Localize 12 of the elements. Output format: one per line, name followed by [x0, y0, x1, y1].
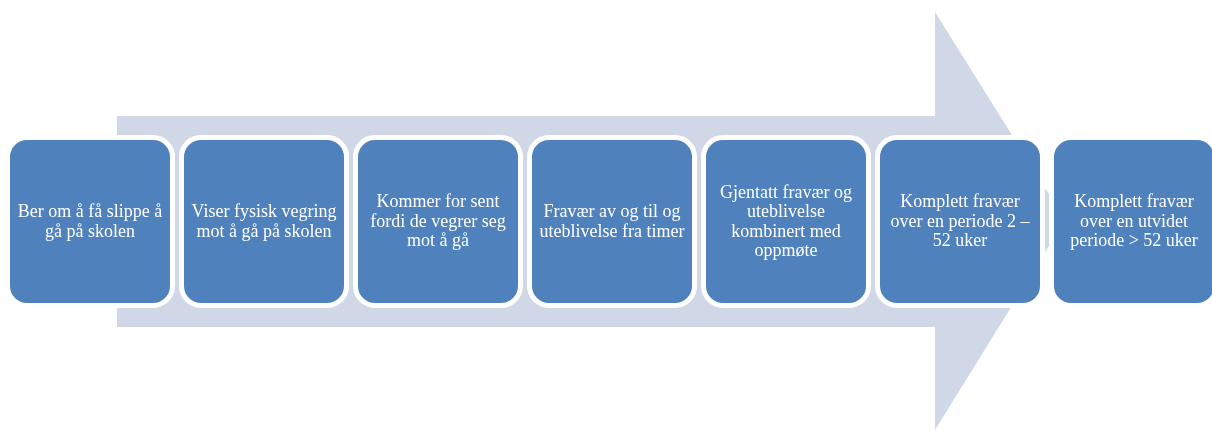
step-box: [179, 135, 349, 308]
step-box: [875, 135, 1045, 308]
step-text: Kommer for sent fordi de vegrer seg mot å gå: [369, 192, 507, 251]
step-box: [527, 135, 697, 308]
step-box: [353, 135, 523, 308]
step-text: Komplett fravær over en periode 2 – 52 uker: [889, 192, 1031, 251]
step-text: Ber om å få slippe å gå på skolen: [16, 202, 164, 241]
step-text: Gjentatt fravær og uteblivelse kombinert med oppmøte: [719, 182, 853, 261]
step-box: [701, 135, 871, 308]
step-text: Komplett fravær over en utvidet periode > 52 uker: [1069, 192, 1199, 251]
step-text: Fravær av og til og uteblivelse fra timer: [538, 202, 686, 241]
step-text: Viser fysisk vegring mot å gå på skolen: [190, 202, 338, 241]
